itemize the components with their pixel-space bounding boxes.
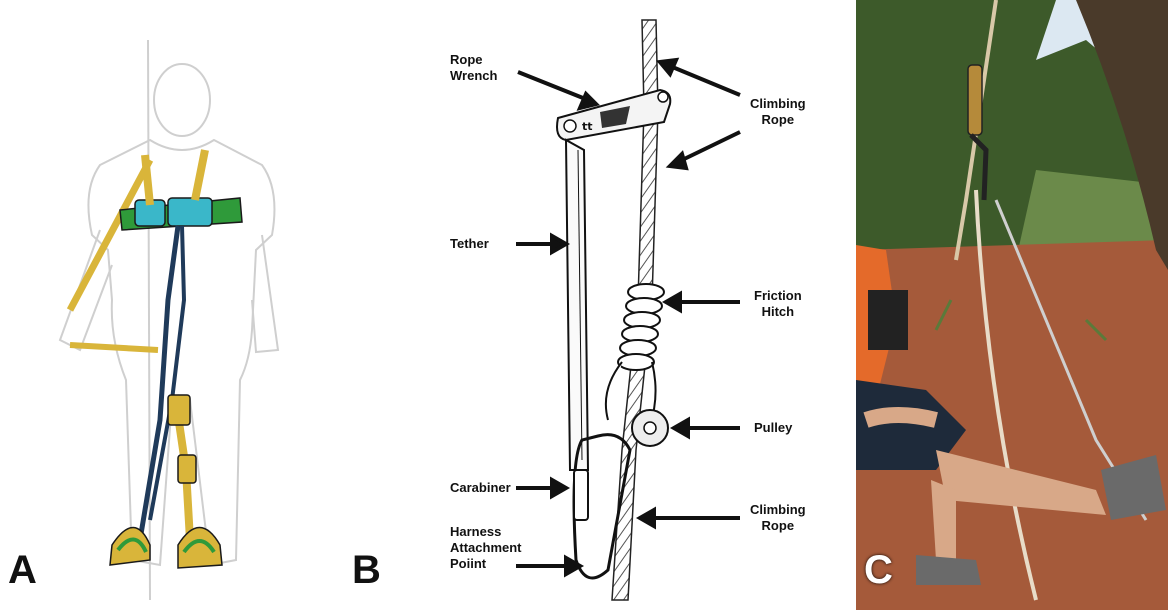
carabiner-gate bbox=[574, 470, 588, 520]
label-tether: Tether bbox=[450, 236, 489, 252]
climber-harness bbox=[868, 290, 908, 350]
label-friction-hitch: Friction Hitch bbox=[754, 288, 802, 320]
label-harness-attachment-point: Harness Attachment Poiint bbox=[450, 524, 522, 572]
label-climbing-rope-bottom: Climbing Rope bbox=[750, 502, 806, 534]
right-foot-loop bbox=[178, 528, 222, 569]
climbing-photo bbox=[856, 0, 1168, 610]
label-climbing-rope-top: Climbing Rope bbox=[750, 96, 806, 128]
chest-ascender bbox=[168, 198, 212, 226]
panel-letter-c: C bbox=[864, 548, 893, 593]
label-carabiner: Carabiner bbox=[450, 480, 511, 496]
harness-illustration bbox=[0, 0, 330, 610]
pulley-axle bbox=[644, 422, 656, 434]
foot-ascender bbox=[178, 455, 196, 483]
rope-wrench bbox=[968, 65, 982, 135]
panel-c-climbing-photo: C bbox=[856, 0, 1168, 610]
label-pulley: Pulley bbox=[754, 420, 792, 436]
wrench-engraving: tt bbox=[582, 120, 593, 133]
label-rope-wrench: Rope Wrench bbox=[450, 52, 497, 84]
tether bbox=[566, 140, 588, 470]
rope-wrench-hole bbox=[658, 92, 668, 102]
climber-arm bbox=[866, 415, 936, 420]
panel-letter-b: B bbox=[352, 548, 381, 593]
rope-segment bbox=[70, 345, 158, 350]
panel-b-rope-wrench-diagram: tt bbox=[330, 0, 850, 610]
foot-ascender bbox=[168, 395, 190, 425]
panel-letter-a: A bbox=[8, 548, 37, 593]
panel-a-harness-illustration: A bbox=[0, 0, 330, 610]
shoulder-strap-right bbox=[195, 150, 205, 200]
rope-wrench-hole bbox=[564, 120, 576, 132]
shoulder-strap-left bbox=[145, 155, 150, 205]
